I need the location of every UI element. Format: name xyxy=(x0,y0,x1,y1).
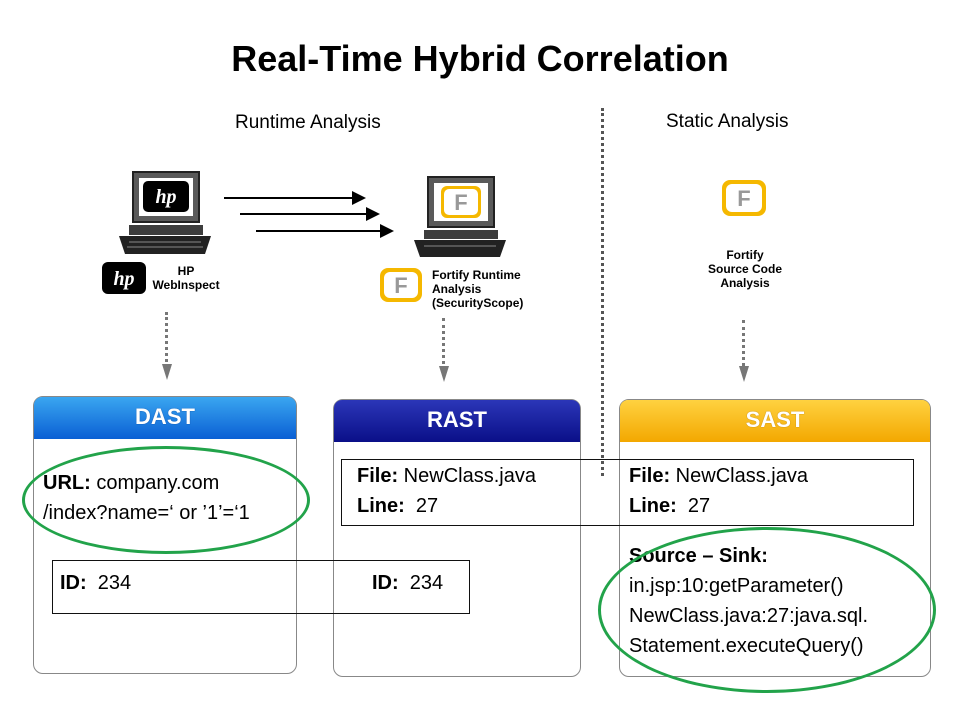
rast-down-arrow xyxy=(442,318,445,364)
page-title: Real-Time Hybrid Correlation xyxy=(231,38,729,79)
hp-computer-icon: hp xyxy=(119,171,211,254)
dast-header: DAST xyxy=(34,397,296,439)
dast-url-highlight-ring xyxy=(22,446,310,554)
arrowhead-icon xyxy=(380,224,394,238)
arrowhead-icon xyxy=(162,364,172,380)
runtime-analysis-label: Runtime Analysis xyxy=(235,112,381,133)
request-arrow-1 xyxy=(224,197,354,199)
file-line-correlation-box xyxy=(341,459,914,526)
svg-text:F: F xyxy=(737,186,750,211)
svg-text:hp: hp xyxy=(113,268,134,290)
rast-header: RAST xyxy=(334,400,580,442)
svg-text:F: F xyxy=(394,273,407,298)
fortify-logo-icon: F xyxy=(722,180,766,216)
svg-text:hp: hp xyxy=(155,186,176,208)
arrowhead-icon xyxy=(366,207,380,221)
rast-id: ID: 234 xyxy=(372,572,444,594)
svg-text:F: F xyxy=(454,190,467,215)
dast-down-arrow xyxy=(165,312,168,362)
id-correlation-box xyxy=(52,560,470,614)
section-divider xyxy=(601,108,604,476)
request-arrow-3 xyxy=(256,230,382,232)
sast-file-line: File: NewClass.java Line: 27 xyxy=(629,465,808,517)
arrowhead-icon xyxy=(739,366,749,382)
fortify-logo-icon: F xyxy=(380,268,422,302)
dast-id: ID: 234 xyxy=(60,572,132,594)
request-arrow-2 xyxy=(240,213,368,215)
rast-file-line: File: NewClass.java Line: 27 xyxy=(357,465,536,517)
sast-header: SAST xyxy=(620,400,930,442)
rast-panel: RAST xyxy=(333,399,581,677)
fortify-computer-icon: F xyxy=(414,176,506,257)
arrowhead-icon xyxy=(439,366,449,382)
sast-down-arrow xyxy=(742,320,745,366)
arrowhead-icon xyxy=(352,191,366,205)
static-analysis-label: Static Analysis xyxy=(666,111,789,132)
sast-trace-highlight-ring xyxy=(598,527,936,693)
hp-logo-icon: hp xyxy=(102,262,146,294)
